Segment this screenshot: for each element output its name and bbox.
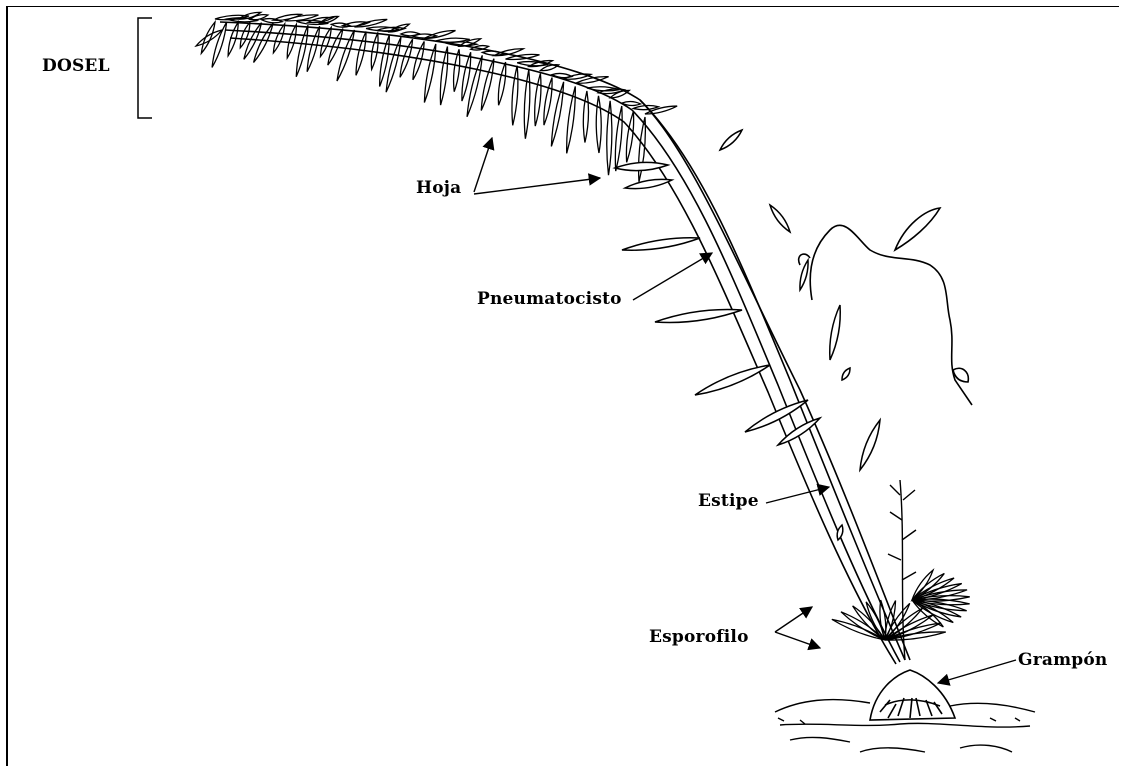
- arrow-blade-1: [474, 138, 492, 192]
- canopy-bracket: [138, 18, 152, 118]
- canopy-leaf: [596, 96, 601, 153]
- canopy-leaf: [307, 26, 319, 71]
- side-blade: [860, 420, 880, 470]
- side-blade: [720, 130, 742, 150]
- canopy-leaf: [615, 106, 622, 171]
- label-blade: Hoja: [416, 178, 461, 198]
- side-blade: [830, 305, 841, 360]
- side-blade: [800, 260, 808, 290]
- canopy-leaf-mass: [196, 12, 677, 182]
- side-blades: [615, 130, 880, 540]
- canopy-leaf: [481, 59, 494, 111]
- arrow-holdfast: [938, 660, 1016, 683]
- canopy-leaf: [296, 25, 308, 76]
- arrow-stipe: [766, 487, 829, 503]
- label-sporophyll: Esporofilo: [649, 627, 749, 647]
- canopy-leaf: [454, 49, 460, 91]
- canopy-leaf: [498, 62, 505, 105]
- arrow-pneumatocyst: [633, 253, 712, 300]
- canopy-leaf: [535, 73, 541, 126]
- canopy-leaf: [544, 78, 552, 126]
- canopy-leaf: [639, 117, 646, 182]
- side-blade: [770, 205, 790, 232]
- label-holdfast: Grampón: [1018, 650, 1107, 670]
- canopy-leaf: [524, 69, 530, 138]
- canopy-leaf: [424, 44, 435, 103]
- canopy-leaf: [196, 30, 222, 46]
- label-pneumatocyst: Pneumatocisto: [477, 289, 622, 309]
- arrow-blade-2: [474, 178, 600, 194]
- side-blade: [695, 365, 770, 395]
- canopy-leaf: [400, 39, 413, 77]
- canopy-leaf: [512, 66, 518, 126]
- canopy-leaf: [467, 55, 482, 116]
- canopy-leaf: [462, 52, 471, 101]
- side-blade: [655, 310, 742, 323]
- canopy-leaf: [626, 111, 633, 162]
- right-branch: [799, 208, 972, 405]
- canopy-leaf: [287, 24, 296, 57]
- canopy-leaf: [440, 47, 447, 106]
- canopy-leaf: [320, 27, 331, 56]
- arrow-sporophyll-1: [775, 607, 812, 632]
- label-stipe: Estipe: [698, 491, 759, 511]
- canopy-leaf: [244, 23, 262, 60]
- canopy-leaf: [356, 32, 366, 76]
- canopy-leaf: [337, 30, 354, 81]
- holdfast: [870, 670, 955, 720]
- label-canopy: DOSEL: [42, 56, 110, 76]
- side-blade: [837, 525, 843, 540]
- side-blade: [622, 238, 700, 250]
- canopy-leaf: [583, 91, 588, 142]
- side-blade: [842, 368, 850, 380]
- stipe-bundle: [220, 22, 910, 664]
- canopy-leaf: [273, 24, 284, 53]
- sporophyll-clusters: [832, 570, 970, 640]
- side-blade: [625, 179, 672, 188]
- arrow-sporophyll-2: [775, 632, 820, 648]
